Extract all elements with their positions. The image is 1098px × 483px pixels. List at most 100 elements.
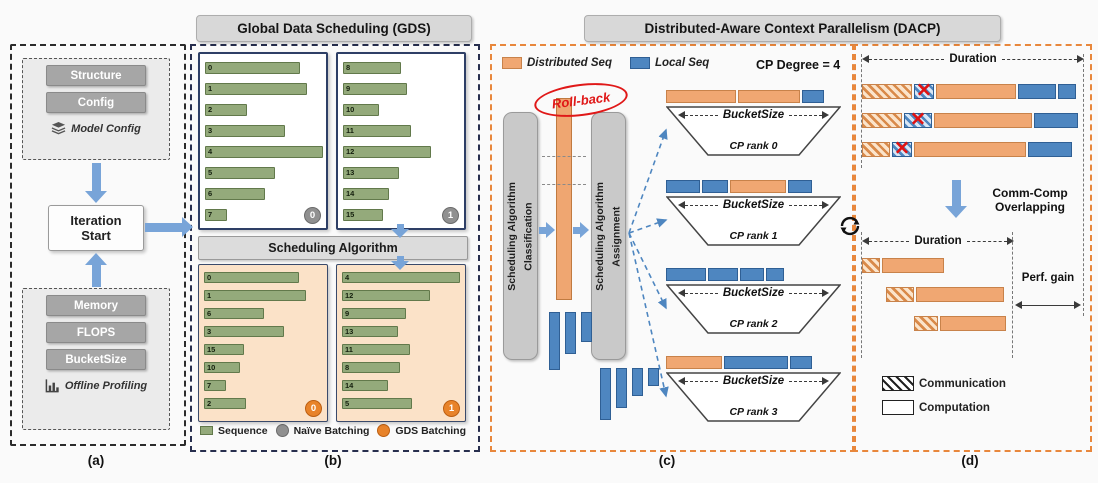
sequence-bar: 4 — [342, 272, 460, 283]
sequence-bar: 10 — [204, 362, 240, 373]
distributed-seq-segment — [738, 90, 800, 103]
sequence-bar: 9 — [343, 83, 407, 95]
communication-segment-local: ✕ — [914, 80, 934, 102]
sequence-bar: 0 — [205, 62, 300, 74]
cp-sequence-bar — [666, 268, 841, 281]
local-seq-bars-right — [600, 368, 659, 420]
communication-segment-distributed — [862, 142, 890, 157]
sequence-bar: 1 — [205, 83, 307, 95]
arrow-head-right — [822, 111, 830, 119]
sequence-id: 10 — [346, 105, 355, 115]
arrow-head — [391, 261, 409, 270]
model-config-caption-row: Model Config — [23, 121, 169, 136]
sequence-id: 1 — [208, 84, 213, 94]
sequence-bar: 13 — [342, 326, 398, 337]
local-seq-bar — [549, 312, 560, 370]
failed-x-mark: ✕ — [916, 80, 932, 102]
distributed-seq-segment — [882, 258, 944, 273]
assignment-line1: Scheduling Algorithm — [594, 181, 607, 291]
naive-to-scheduler-arrow — [391, 224, 409, 238]
dashed-line — [966, 240, 1007, 242]
perf-gain-arrow — [1015, 300, 1081, 310]
sequence-id: 9 — [345, 308, 350, 318]
sequence-id: 6 — [207, 308, 212, 318]
classification-line1: Scheduling Algorithm — [506, 181, 519, 291]
iteration-to-gds-arrow — [145, 217, 193, 237]
batch-id-badge: 0 — [305, 400, 322, 417]
local-seq-segment — [740, 268, 764, 281]
panel-d-border — [852, 44, 1092, 452]
bucketsize-arrow: BucketSize — [678, 287, 830, 299]
before-overlap-rows: ✕✕✕ — [862, 80, 1084, 174]
batch-id-badge: 1 — [443, 400, 460, 417]
arrow-shaft — [573, 226, 580, 234]
local-seq-segment — [1058, 84, 1076, 99]
communication-segment-local: ✕ — [892, 138, 912, 160]
model-to-iteration-arrow — [85, 163, 107, 203]
cp-rank-label: CP rank 1 — [729, 230, 778, 242]
cp-sequence-bar — [666, 180, 841, 193]
profiling-to-iteration-arrow — [85, 253, 107, 287]
sequence-bar: 13 — [343, 167, 399, 179]
overlap-arrow — [944, 180, 968, 218]
duration-bottom-arrow: Duration — [862, 234, 1014, 248]
sequence-id: 15 — [346, 210, 355, 220]
sequence-id: 13 — [346, 168, 355, 178]
failed-x-mark: ✕ — [894, 138, 910, 160]
panel-c-border — [490, 44, 856, 452]
dashed-line — [1001, 58, 1077, 60]
legend-label: Sequence — [218, 424, 268, 437]
stack-icon — [51, 121, 66, 135]
sequence-id: 8 — [346, 63, 351, 73]
comp-swatch — [882, 400, 914, 415]
sequence-bar: 1 — [204, 290, 306, 301]
failed-x-mark: ✕ — [910, 109, 926, 131]
panel-a-border — [10, 44, 186, 446]
after-overlap-rows — [862, 258, 1014, 348]
dashed-line — [685, 292, 718, 294]
sequence-id: 12 — [345, 290, 354, 300]
timeline-row-before: ✕ — [862, 80, 1076, 102]
legend-item: Distributed Seq — [502, 57, 612, 69]
bucketsize-label: BucketSize — [722, 287, 785, 299]
panel-d-label: (d) — [961, 453, 979, 468]
arrow-head-left — [678, 377, 685, 385]
timeline-row-before: ✕ — [862, 138, 1072, 160]
distributed-seq-segment — [666, 356, 722, 369]
arrow-head-left — [678, 111, 685, 119]
legend-item: GDS Batching — [377, 424, 466, 437]
sequence-bar: 11 — [343, 125, 411, 137]
config-button: Config — [46, 92, 146, 113]
sequence-id: 5 — [208, 168, 213, 178]
arrow-shaft — [396, 256, 404, 261]
communication-segment-distributed — [914, 316, 938, 331]
legend-label: Communication — [919, 377, 1006, 390]
legend-label: GDS Batching — [395, 424, 466, 437]
batch-id-badge: 0 — [304, 207, 321, 224]
arrow-head-right — [1077, 55, 1084, 63]
legend-label: Naïve Batching — [293, 424, 370, 437]
distributed-seq-segment — [666, 90, 736, 103]
local-seq-segment — [1034, 113, 1078, 128]
distributed-swatch — [502, 57, 522, 69]
legend-item: Naïve Batching — [275, 424, 370, 437]
legend-item: Communication — [882, 376, 1006, 391]
gds-legend: Sequence Naïve Batching GDS Batching — [200, 424, 466, 437]
arrow-shaft — [91, 265, 101, 287]
sequence-bar: 5 — [205, 167, 275, 179]
trapezoid-outline — [666, 196, 841, 246]
distributed-seq-segment — [936, 84, 1016, 99]
sequence-bar: 9 — [342, 308, 406, 319]
arrow-head-right — [822, 377, 830, 385]
arrow-head — [945, 206, 967, 218]
sequence-id: 11 — [346, 126, 354, 136]
arrow-shaft — [91, 163, 101, 191]
sequence-id: 0 — [208, 63, 213, 73]
